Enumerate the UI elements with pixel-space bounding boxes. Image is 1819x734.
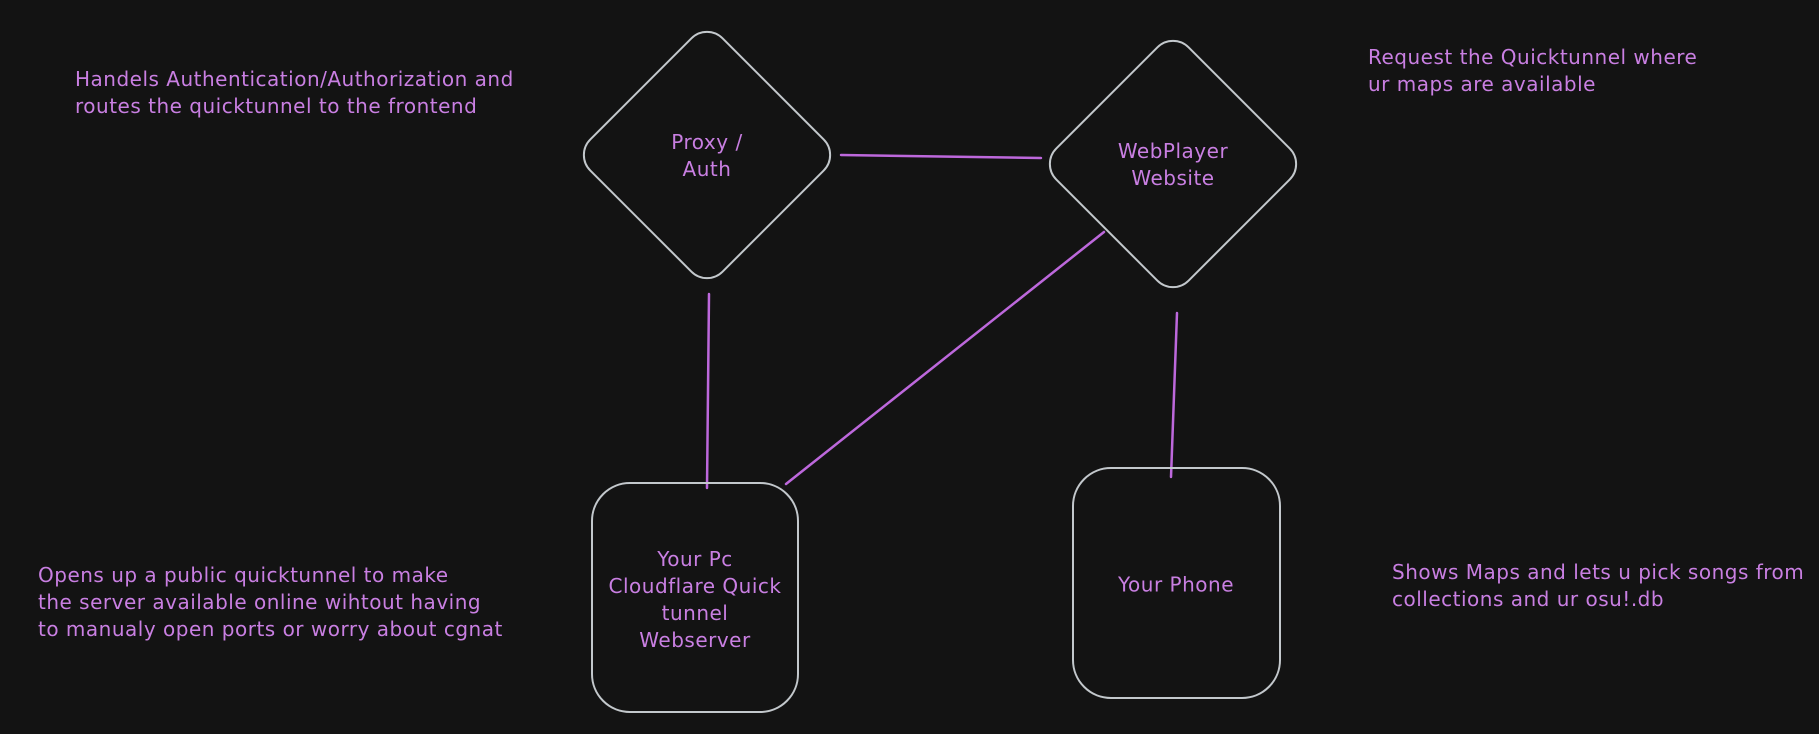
edge-webplayer-to-phone[interactable] <box>1169 311 1179 479</box>
your-pc-label: Your Pc Cloudflare Quick tunnel Webserve… <box>608 547 782 652</box>
your-phone-box[interactable] <box>1072 467 1281 699</box>
proxy-auth-label: Proxy / Auth <box>671 130 743 181</box>
your-pc-annotation[interactable]: Opens up a public quicktunnel to make th… <box>38 563 503 641</box>
edge-proxy-to-pc[interactable] <box>705 292 711 490</box>
proxy-auth-diamond[interactable] <box>575 23 839 287</box>
webplayer-diamond[interactable] <box>1041 32 1305 296</box>
your-phone-annotation[interactable]: Shows Maps and lets u pick songs from co… <box>1392 560 1805 611</box>
webplayer-annotation[interactable]: Request the Quicktunnel where ur maps ar… <box>1368 45 1698 96</box>
your-phone-label: Your Phone <box>1117 572 1235 597</box>
webplayer-label: WebPlayer Website <box>1117 139 1229 190</box>
proxy-auth-annotation[interactable]: Handels Authentication/Authorization and… <box>75 67 514 118</box>
edge-webplayer-to-pc[interactable] <box>784 230 1106 486</box>
your-pc-box[interactable] <box>591 482 799 713</box>
edge-proxy-to-webplayer[interactable] <box>839 153 1043 160</box>
